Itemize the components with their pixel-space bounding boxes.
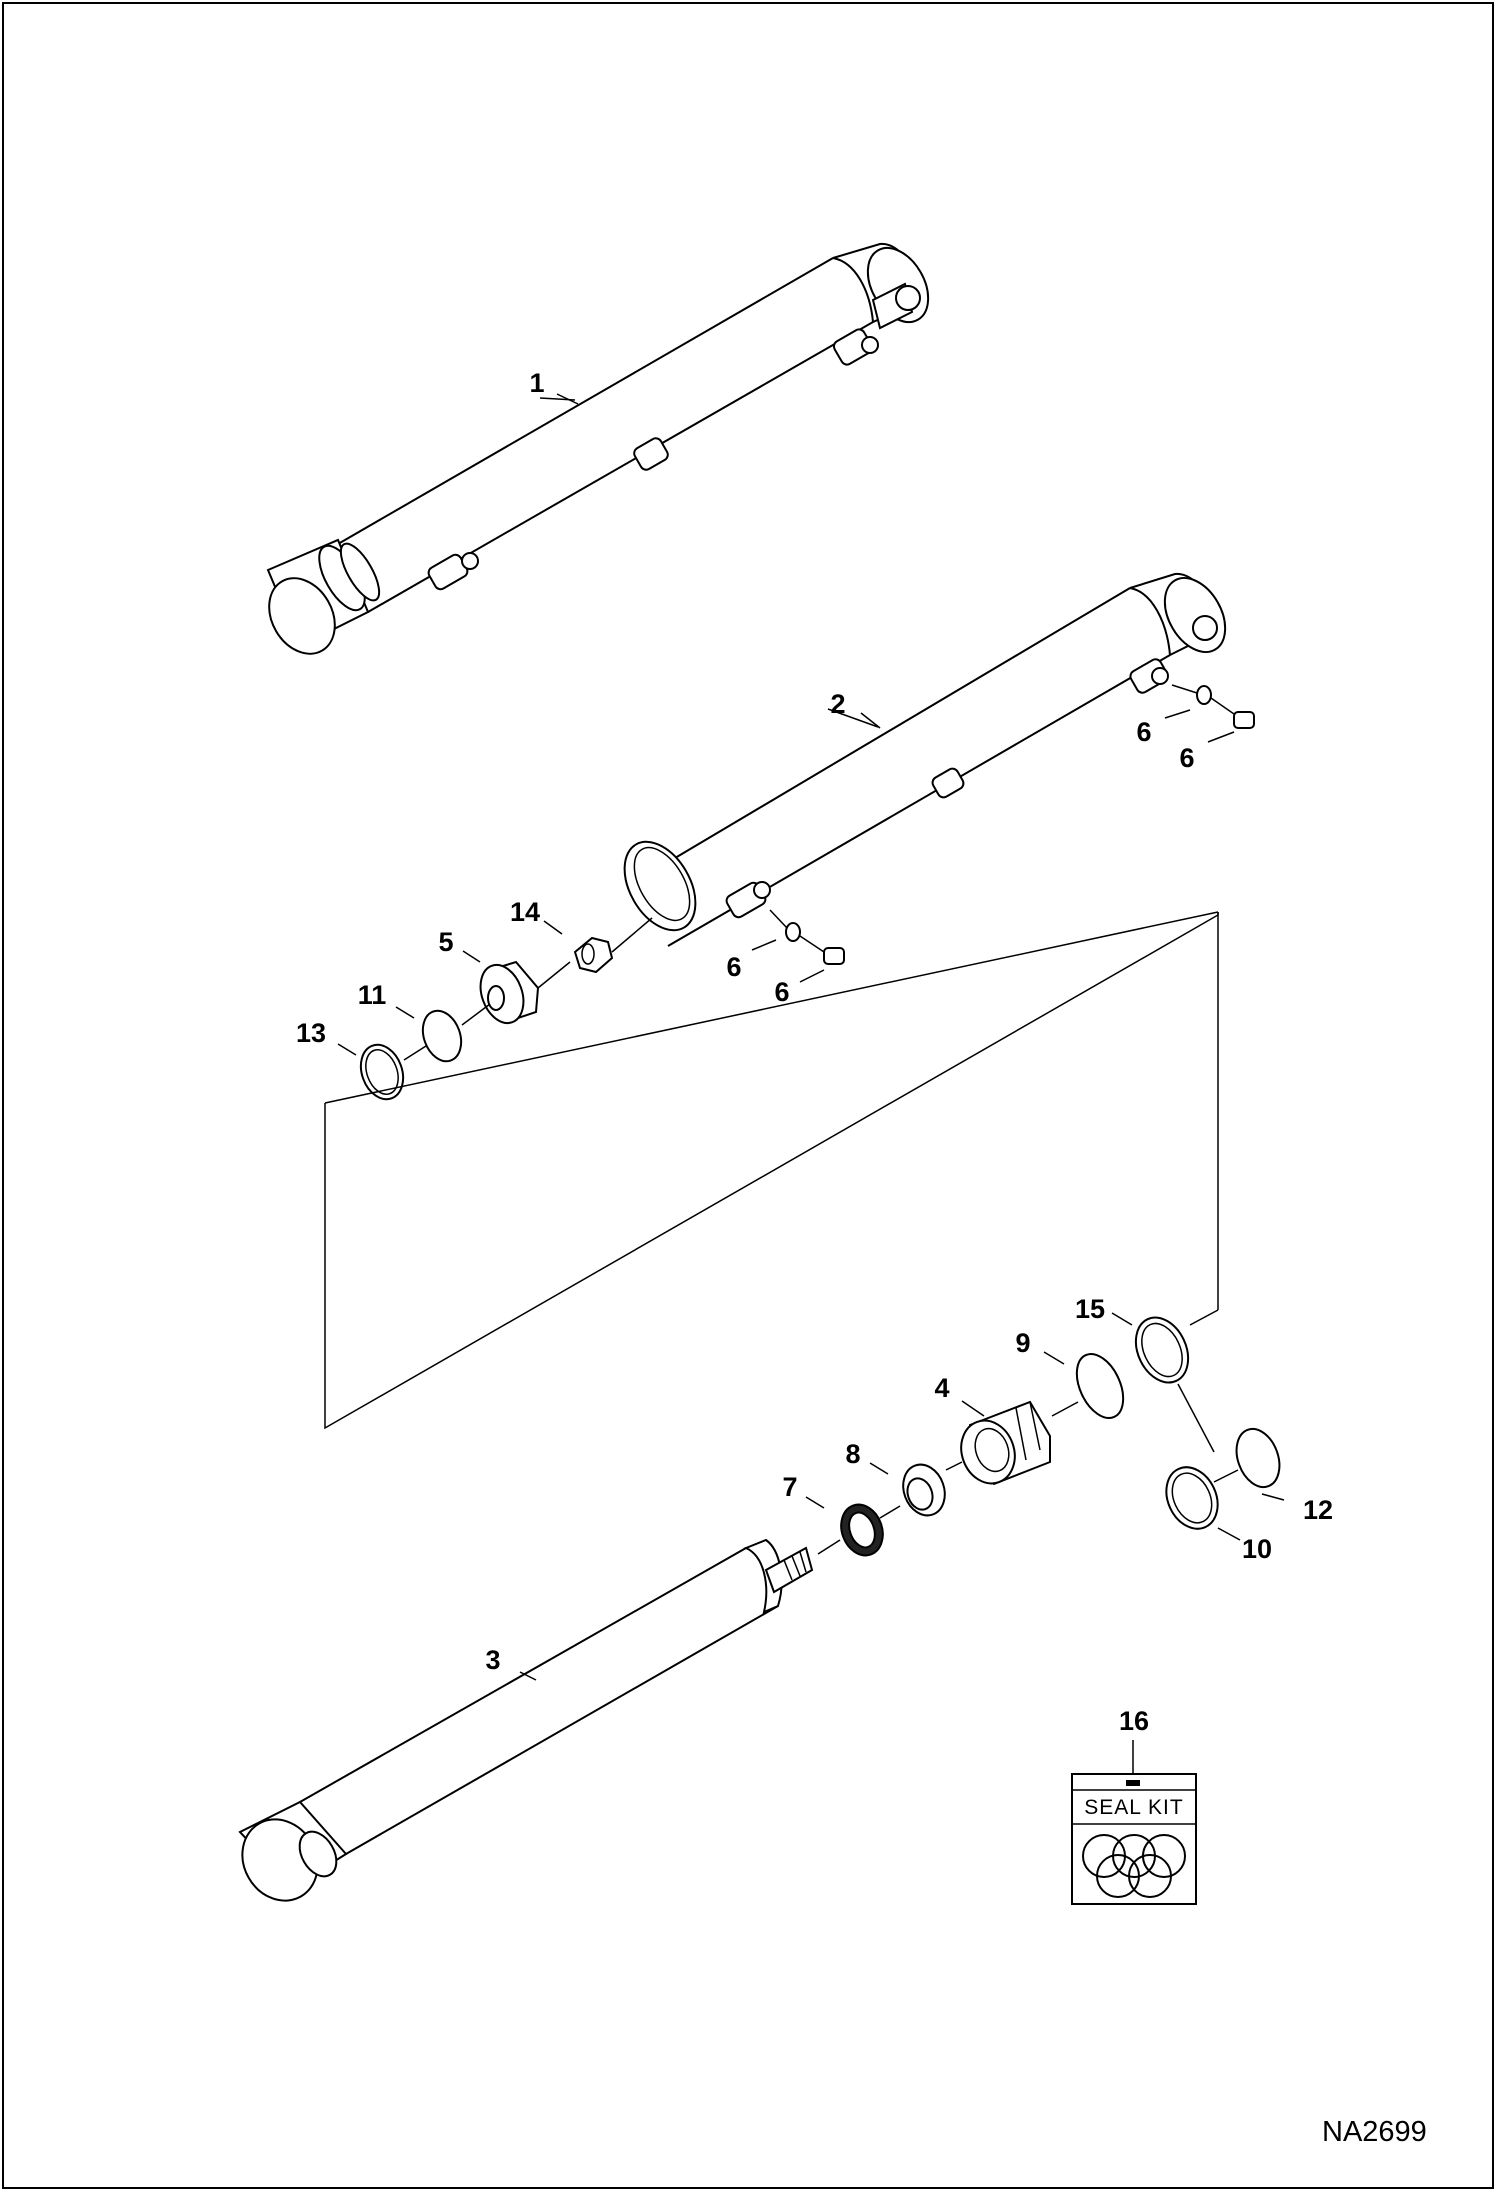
callout-12: 12 [1303, 1495, 1333, 1525]
callout-14: 14 [510, 897, 540, 927]
callout-7: 7 [782, 1472, 797, 1502]
piston [479, 960, 571, 1025]
drawing-number: NA2699 [1322, 2116, 1427, 2148]
ring-13 [359, 1043, 427, 1101]
callout-1: 1 [529, 368, 544, 398]
callout-6-d: 6 [774, 977, 789, 1007]
seal-kit-label: SEAL KIT [1084, 1796, 1183, 1819]
callout-13: 13 [296, 1018, 326, 1048]
fitting-set-upper [1164, 684, 1255, 743]
callout-3: 3 [485, 1645, 500, 1675]
ring-10 [1165, 1466, 1239, 1530]
callout-6-a: 6 [1136, 717, 1151, 747]
cylinder-assembly [266, 242, 930, 655]
callout-11: 11 [358, 980, 387, 1010]
ring-12 [1177, 1383, 1281, 1489]
ring-11 [421, 1003, 491, 1063]
fitting-set-lower [751, 909, 845, 983]
assembly-connector-outline [324, 912, 1219, 1430]
callout-2: 2 [830, 689, 845, 719]
callout-8: 8 [845, 1439, 860, 1469]
callout-6-b: 6 [1179, 743, 1194, 773]
callout-6-c: 6 [726, 952, 741, 982]
callout-10: 10 [1242, 1534, 1272, 1564]
ring-9 [1051, 1353, 1125, 1419]
wiper-8 [879, 1463, 946, 1519]
seal-kit: SEAL KIT [1071, 1740, 1197, 1905]
callout-16: 16 [1119, 1706, 1149, 1736]
rod-head [945, 1400, 1051, 1486]
piston-rod [238, 1538, 814, 1902]
seal-7 [817, 1503, 884, 1557]
ring-15 [1134, 1316, 1190, 1384]
callout-numbers: 1 2 3 4 5 6 6 6 6 7 8 9 10 11 12 13 14 1… [296, 368, 1333, 1736]
barrel [623, 572, 1227, 947]
callout-9: 9 [1015, 1328, 1030, 1358]
callout-4: 4 [934, 1373, 949, 1403]
nut [573, 917, 653, 974]
leader-lines [337, 393, 1285, 1681]
callout-15: 15 [1075, 1294, 1105, 1324]
callout-5: 5 [438, 927, 453, 957]
